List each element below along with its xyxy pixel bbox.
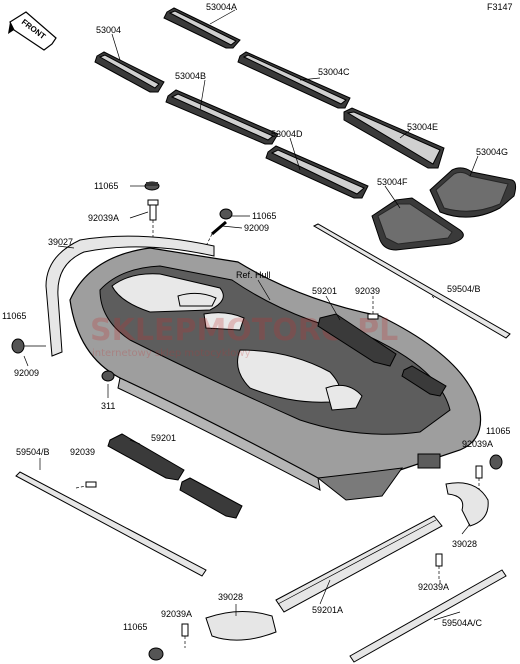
rail-59504AC	[349, 569, 507, 663]
label-11065-lower-right: 11065	[486, 426, 510, 436]
clip-92039A-lower-middle	[435, 553, 443, 580]
rail-59201A	[275, 515, 443, 613]
mat-53004A	[163, 7, 241, 49]
grommet-311	[101, 370, 115, 382]
rail-59504B-top	[312, 223, 511, 339]
label-59504B-left: 59504/B	[16, 447, 50, 457]
rivet-11065-left	[11, 338, 46, 354]
clip-92039A-bottom	[181, 623, 189, 648]
rivet-11065-right	[219, 208, 250, 220]
label-39028-right: 39028	[452, 539, 477, 549]
label-59201A: 59201A	[312, 605, 343, 615]
mat-53004G	[429, 167, 517, 218]
label-92009-left: 92009	[14, 368, 39, 378]
diagram-code: F3147	[487, 2, 513, 12]
label-53004A: 53004A	[206, 2, 237, 12]
label-53004C: 53004C	[318, 67, 350, 77]
pad-59201-right	[317, 313, 397, 367]
label-92039A-bottom: 92039A	[161, 609, 192, 619]
rivet-11065-top	[144, 181, 160, 191]
pad-59201-small-right	[401, 365, 447, 397]
label-53004: 53004	[96, 25, 121, 35]
label-59504B-top: 59504/B	[447, 284, 481, 294]
mat-53004D	[265, 145, 369, 199]
bumper-39028-left	[205, 610, 277, 641]
label-11065-bottom: 11065	[123, 622, 147, 632]
bumper-39028-right	[445, 482, 489, 527]
label-11065-left: 11065	[2, 311, 26, 321]
label-39027: 39027	[48, 237, 73, 247]
rail-59504B-left	[15, 471, 207, 577]
label-53004D: 53004D	[271, 129, 303, 139]
clip-92039-right	[367, 296, 379, 320]
label-59201-lower: 59201	[151, 433, 176, 443]
label-92039A-lower-right: 92039A	[462, 439, 493, 449]
mat-53004C	[237, 51, 351, 109]
pad-59201-lower	[107, 433, 185, 481]
label-39028-left: 39028	[218, 592, 243, 602]
mat-53004B	[165, 89, 279, 145]
front-arrow-icon	[8, 11, 57, 51]
watermark-tagline: internetowy sklep motocyklowy	[92, 348, 251, 359]
label-11065-top: 11065	[94, 181, 118, 191]
label-11065-right: 11065	[252, 211, 276, 221]
rivet-11065-lower-right	[489, 454, 503, 470]
watermark-brand-mid: MOTO	[196, 313, 297, 348]
mat-53004F	[371, 197, 464, 251]
label-92039-right: 92039	[355, 286, 380, 296]
label-ref-hull: Ref. Hull	[236, 270, 271, 280]
label-311: 311	[101, 401, 115, 411]
label-53004G: 53004G	[476, 147, 508, 157]
leader-lines	[23, 9, 479, 621]
label-53004E: 53004E	[407, 122, 438, 132]
hull-body	[69, 247, 482, 501]
mat-53004E	[343, 107, 445, 169]
label-53004F: 53004F	[377, 177, 408, 187]
bumper-39027	[45, 235, 215, 357]
clip-92039-lower	[75, 481, 97, 489]
label-53004B: 53004B	[175, 71, 206, 81]
clip-92039A-top	[147, 199, 159, 238]
label-92039-lower: 92039	[70, 447, 95, 457]
label-59201-right: 59201	[312, 286, 337, 296]
rivet-11065-bottom	[148, 647, 164, 661]
label-92039A-lower-middle: 92039A	[418, 582, 449, 592]
label-92009-top: 92009	[244, 223, 269, 233]
screw-92009-top	[205, 220, 227, 247]
pad-59201-lower-small	[179, 477, 243, 519]
label-59504AC: 59504A/C	[442, 618, 483, 628]
label-92039A-top: 92039A	[88, 213, 119, 223]
watermark-brand-left: SKLEP	[90, 313, 196, 348]
mat-53004	[94, 51, 165, 93]
